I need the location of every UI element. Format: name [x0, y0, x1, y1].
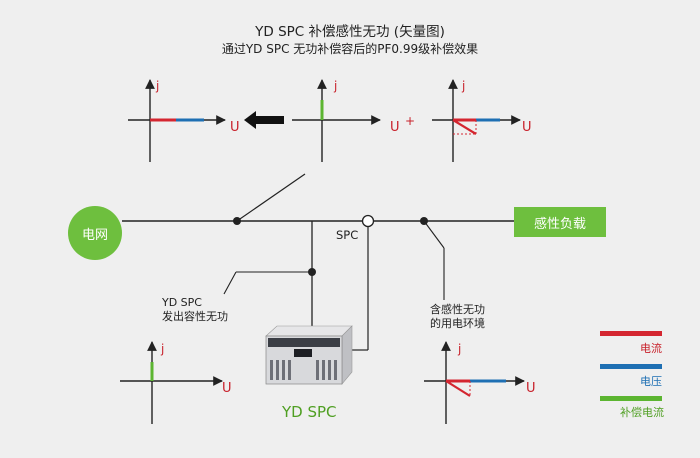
plus-sign: + — [405, 114, 416, 128]
environment-annotation-line1: 含感性无功 — [430, 303, 485, 316]
axis-label-u: U — [222, 381, 232, 396]
legend-swatch-voltage — [600, 364, 662, 369]
grid-node: 电网 — [68, 206, 122, 260]
current-vector — [445, 380, 471, 397]
axis-label-j: j — [334, 79, 338, 93]
vector-diagram-top-right — [432, 79, 521, 162]
environment-annotation: 含感性无功 的用电环境 — [430, 303, 485, 331]
axis-label-j: j — [161, 342, 165, 356]
leader-line-top — [236, 173, 306, 222]
inductive-load-box: 感性负载 — [514, 207, 606, 237]
axis-label-u: U — [522, 120, 532, 135]
axis-label-u: U — [390, 120, 400, 135]
legend-label-compensation: 补偿电流 — [620, 406, 664, 419]
legend-label-voltage: 电压 — [640, 375, 662, 388]
result-arrow — [244, 111, 284, 129]
vector-diagram-top-center — [292, 79, 381, 162]
yd-spc-annotation-line1: YD SPC — [162, 296, 202, 309]
legend-swatch-compensation — [600, 396, 662, 401]
vector-diagram-top-left — [128, 79, 226, 162]
axis-label-j: j — [458, 342, 462, 356]
spc-ct-node — [361, 214, 375, 228]
yd-spc-device — [265, 325, 353, 385]
current-vector — [452, 119, 477, 135]
axis-label-j: j — [462, 79, 466, 93]
axis-label-u: U — [230, 120, 240, 135]
diagram-subtitle: 通过YD SPC 无功补偿容后的PF0.99级补偿效果 — [221, 42, 479, 56]
product-label: YD SPC — [282, 403, 337, 421]
axis-label-j: j — [156, 79, 160, 93]
vector-diagram-bottom-right — [424, 341, 525, 424]
yd-spc-annotation: YD SPC 发出容性无功 — [162, 296, 228, 324]
spc-label: SPC — [336, 228, 359, 242]
diagram-title: YD SPC 补偿感性无功 (矢量图) — [255, 24, 445, 40]
yd-spc-annotation-line2: 发出容性无功 — [162, 310, 228, 323]
axis-label-u: U — [526, 381, 536, 396]
environment-annotation-line2: 的用电环境 — [430, 317, 485, 330]
legend-swatch-current — [600, 331, 662, 336]
vector-diagram-bottom-left — [120, 341, 223, 424]
bus-node-left — [233, 217, 241, 225]
legend-label-current: 电流 — [640, 342, 662, 355]
